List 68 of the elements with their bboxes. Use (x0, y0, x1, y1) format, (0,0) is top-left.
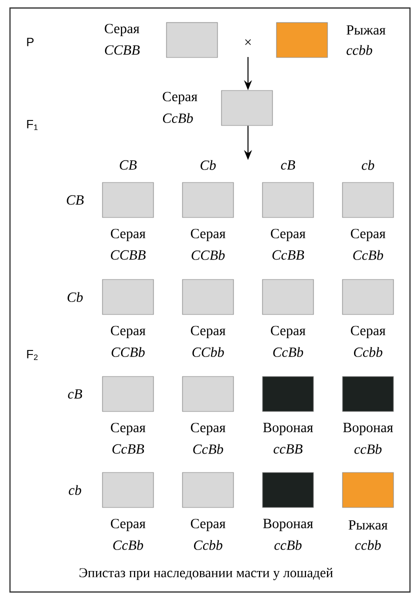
coat-label: Серая (110, 228, 146, 242)
coat-label: Рыжая (346, 25, 386, 35)
coat-label: Серая (190, 518, 226, 532)
color-swatch (182, 376, 234, 412)
gamete-label: cb (68, 485, 82, 495)
coat-label: Серая (270, 228, 306, 242)
generation-label: P (27, 38, 34, 46)
color-swatch (262, 376, 314, 412)
coat-label: Серая (190, 326, 226, 338)
genotype-label: CCBb (192, 250, 225, 260)
genotype-label: Ccbb (354, 347, 382, 357)
genotype-label: CcBb (273, 347, 304, 357)
generation-label: F$_{2}$ (27, 350, 38, 360)
color-swatch (182, 279, 234, 315)
coat-label: Серая (350, 228, 386, 242)
coat-label: Вороная (263, 518, 313, 532)
color-swatch (262, 182, 314, 218)
genotype-label: Ccbb (194, 540, 222, 550)
coat-label: Серая (110, 326, 146, 338)
genotype-label: CcBB (112, 444, 144, 454)
gamete-label: cB (68, 389, 82, 399)
color-swatch (342, 279, 394, 315)
color-swatch (102, 376, 154, 412)
coat-label: Серая (104, 24, 140, 36)
genotype-label: ccBb (274, 540, 302, 550)
coat-label: Рыжая (348, 520, 388, 530)
genotype-label: ccbb (346, 45, 372, 55)
coat-label: Серая (162, 92, 198, 104)
color-swatch (102, 472, 154, 508)
genotype-label: CCbb (192, 347, 224, 357)
gamete-label: Cb (68, 292, 83, 302)
coat-label: Серая (110, 518, 146, 532)
caption: Эпистаз при наследовании масти у лошадей (80, 568, 333, 580)
color-swatch (342, 472, 394, 508)
genotype-label: CCBB (110, 250, 146, 260)
generation-label: F$_{1}$ (27, 120, 38, 130)
genotype-label: CcBB (272, 250, 304, 260)
color-swatch (221, 90, 273, 126)
color-swatch (342, 182, 394, 218)
coat-label: Серая (190, 228, 226, 242)
genotype-label: CcBb (193, 444, 224, 454)
coat-label: Вороная (343, 422, 393, 436)
coat-label: Серая (270, 326, 306, 338)
color-swatch (182, 182, 234, 218)
color-swatch (182, 472, 234, 508)
color-swatch (262, 472, 314, 508)
gamete-label: CB (66, 195, 84, 205)
genotype-label: ccBB (274, 444, 302, 454)
color-swatch (102, 279, 154, 315)
color-swatch (102, 182, 154, 218)
genotype-label: CcBb (353, 250, 384, 260)
gamete-label: cB (281, 160, 296, 170)
genotype-label: ccBb (354, 444, 382, 454)
coat-label: Серая (110, 422, 146, 436)
cross-sign: × (245, 39, 251, 45)
coat-label: Вороная (263, 422, 313, 436)
genotype-label: CCBB (104, 45, 140, 55)
gamete-label: Cb (200, 160, 216, 170)
genotype-label: ccbb (355, 540, 381, 550)
color-swatch (276, 22, 328, 58)
genotype-label: CcBb (113, 540, 144, 550)
genotype-label: CcBb (162, 113, 193, 123)
color-swatch (166, 22, 218, 58)
color-swatch (342, 376, 394, 412)
coat-label: Серая (190, 422, 226, 436)
color-swatch (262, 279, 314, 315)
genotype-label: CCBb (112, 347, 145, 357)
coat-label: Серая (350, 326, 386, 338)
